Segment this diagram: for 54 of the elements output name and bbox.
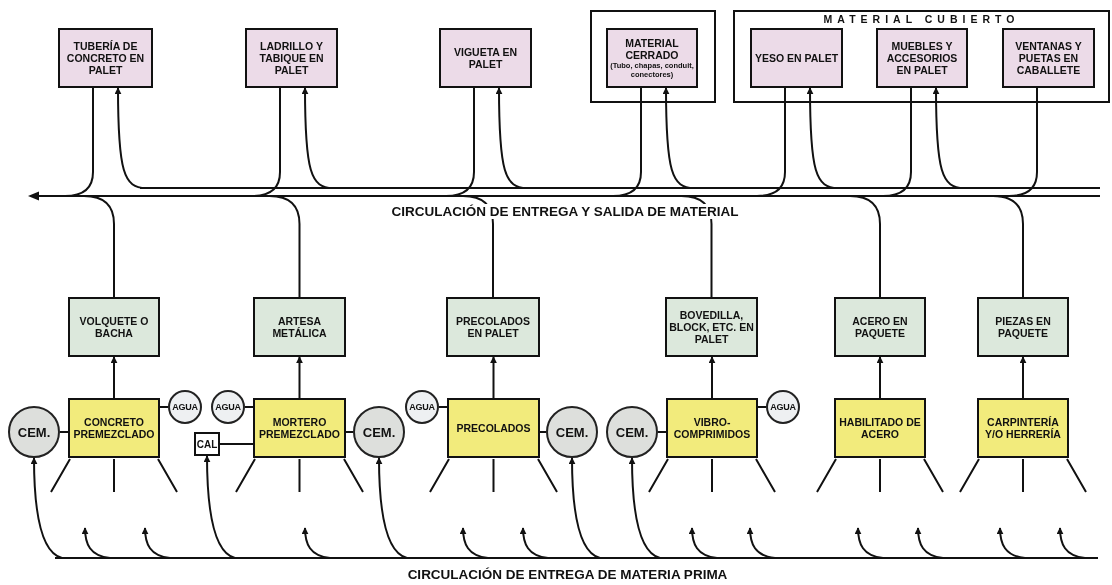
storage-box: VENTANAS Y PUETAS EN CABALLETE	[1002, 28, 1095, 88]
arrow	[568, 457, 601, 559]
ingredient-circle: CEM.	[546, 406, 598, 458]
box-title: MATERIAL CERRADO	[624, 37, 680, 61]
connector-line	[757, 406, 767, 408]
production-box: HABILITADO DE ACERO	[834, 398, 926, 458]
storage-box: MUEBLES Y ACCESORIOS EN PALET	[876, 28, 968, 88]
storage-area-frame	[590, 10, 716, 103]
ingredient-circle: AGUA	[405, 390, 439, 424]
product-box: PRECOLADOS EN PALET	[446, 297, 540, 357]
storage-box: TUBERÍA DE CONCRETO EN PALET	[58, 28, 153, 88]
connector-line	[59, 431, 69, 433]
arrow	[1019, 356, 1027, 399]
product-box: ACERO EN PAQUETE	[834, 297, 926, 357]
ingredient-circle: AGUA	[168, 390, 202, 424]
storage-box: YESO EN PALET	[750, 28, 843, 88]
product-box: ARTESA METÁLICA	[253, 297, 346, 357]
connector-line	[345, 431, 354, 433]
ingredient-circle: CEM.	[8, 406, 60, 458]
ingredient-circle: CEM.	[353, 406, 405, 458]
storage-box	[606, 28, 698, 88]
road-label: CIRCULACIÓN DE ENTREGA DE MATERIA PRIMA	[405, 567, 730, 582]
arrow	[30, 457, 63, 559]
ingredient-circle: CEM.	[606, 406, 658, 458]
arrow	[203, 455, 236, 559]
arrow	[296, 356, 303, 399]
ingredient-circle: AGUA	[766, 390, 800, 424]
arrow	[876, 356, 884, 399]
storage-box: LADRILLO Y TABIQUE EN PALET	[245, 28, 338, 88]
production-box: CARPINTERÍA Y/O HERRERÍA	[977, 398, 1069, 458]
connector-line	[244, 406, 254, 408]
arrow	[490, 356, 497, 399]
area-title: MATERIAL CUBIERTO	[822, 13, 1021, 26]
product-box: PIEZAS EN PAQUETE	[977, 297, 1069, 357]
product-box: BOVEDILLA, BLOCK, ETC. EN PALET	[665, 297, 758, 357]
ingredient-box: CAL	[194, 432, 220, 456]
production-box: PRECOLADOS	[447, 398, 540, 458]
storage-area-frame	[733, 10, 1110, 103]
connector-line	[219, 443, 254, 445]
connector-line	[657, 431, 667, 433]
connector-line	[539, 431, 547, 433]
arrow	[110, 356, 118, 399]
storage-box: VIGUETA EN PALET	[439, 28, 532, 88]
connector-line	[438, 406, 448, 408]
arrow	[708, 356, 716, 399]
connector-line	[159, 406, 169, 408]
production-box: MORTERO PREMEZCLADO	[253, 398, 346, 458]
road-label: CIRCULACIÓN DE ENTREGA Y SALIDA DE MATERIAL	[389, 204, 741, 219]
production-box: CONCRETO PREMEZCLADO	[68, 398, 160, 458]
ingredient-circle: AGUA	[211, 390, 245, 424]
product-box: VOLQUETE O BACHA	[68, 297, 160, 357]
production-box: VIBRO-COMPRIMIDOS	[666, 398, 758, 458]
arrow	[375, 457, 408, 559]
arrow	[628, 457, 661, 559]
